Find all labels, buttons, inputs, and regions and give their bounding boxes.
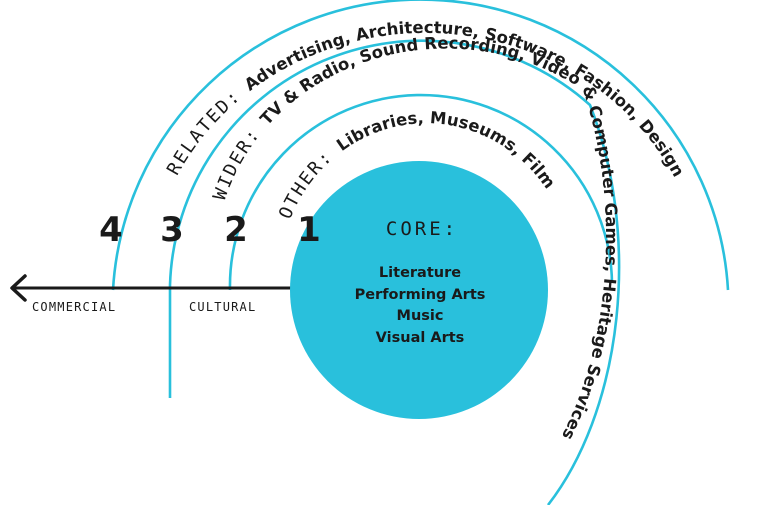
core-content: CORE: Literature Performing Arts Music V… — [355, 218, 486, 346]
core-item: Visual Arts — [376, 330, 465, 346]
axis: COMMERCIAL CULTURAL — [10, 274, 305, 314]
core-circle — [290, 161, 548, 419]
ring-lines — [111, 0, 730, 505]
ring-3-line — [111, 0, 730, 291]
axis-label-commercial: COMMERCIAL — [32, 300, 116, 314]
ring-number-4: 4 — [99, 210, 123, 250]
ring-number-3: 3 — [160, 210, 184, 250]
ring-numbers: 4 3 2 1 — [99, 210, 321, 250]
ring-1-line — [228, 93, 614, 291]
arrow-left-icon — [10, 274, 27, 302]
core-item: Literature — [379, 265, 461, 281]
core-title: CORE: — [386, 218, 458, 240]
ring-2-line — [168, 39, 621, 505]
core-item: Performing Arts — [355, 287, 486, 303]
core-item: Music — [397, 308, 444, 324]
ring-number-2: 2 — [224, 210, 248, 250]
axis-label-cultural: CULTURAL — [189, 300, 256, 314]
ring-number-1: 1 — [297, 210, 321, 250]
